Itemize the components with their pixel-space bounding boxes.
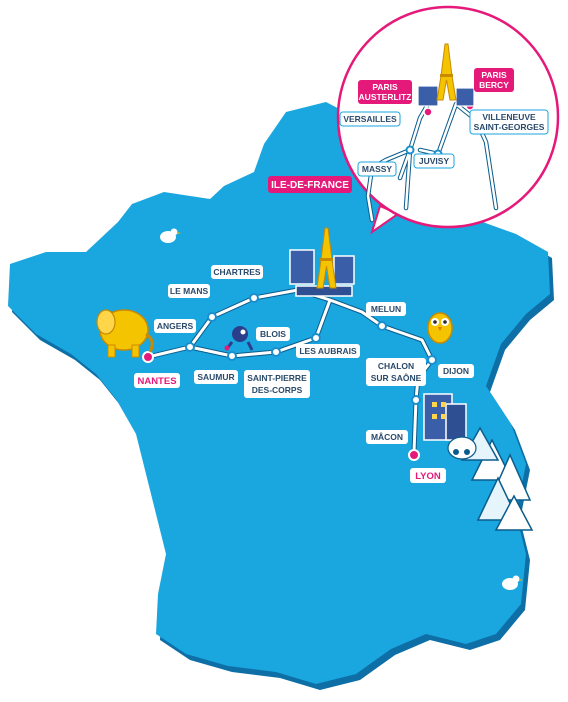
city-label-chalon-sur-saone[interactable]: CHALON SUR SAÔNE [366,358,426,386]
region-title: ILE-DE-FRANCE [271,180,349,191]
city-label-saint-pierre-des-corps[interactable]: SAINT-PIERRE DES-CORPS [244,370,310,398]
city-label-lyon[interactable]: LYON [410,468,446,483]
station-name-line2: AUSTERLITZ [359,92,412,102]
nantes-stop[interactable] [142,351,154,363]
city-label-nantes[interactable]: NANTES [134,373,180,388]
city-name: MELUN [371,304,401,314]
city-name-line2: SUR SAÔNE [371,372,422,383]
city-label-melun[interactable]: MELUN [366,302,406,316]
station-name: JUVISY [419,156,450,166]
city-label-blois[interactable]: BLOIS [256,327,290,341]
station-name-line1: PARIS [372,82,398,92]
station-name: MASSY [362,164,393,174]
city-name: MÂCON [371,431,403,442]
station-name-line2: SAINT-GEORGES [474,122,545,132]
station-label-juvisy[interactable]: JUVISY [413,153,455,169]
city-label-saumur[interactable]: SAUMUR [194,370,238,384]
city-name-line1: CHALON [378,361,414,371]
city-name: LE MANS [170,286,209,296]
region-label-ile-de-france: ILE-DE-FRANCE [268,176,352,193]
city-label-chartres[interactable]: CHARTRES [211,265,263,279]
city-name-line1: SAINT-PIERRE [247,373,307,383]
lyon-stop[interactable] [408,449,420,461]
station-label-versailles[interactable]: VERSAILLES [339,111,401,127]
station-name-line2: BERCY [479,80,509,90]
lyon-building-icon [423,393,467,441]
paris-inset-eiffel-tower-icon [436,43,457,101]
city-name: CHARTRES [213,267,261,277]
station-name-line1: PARIS [481,70,507,80]
city-label-macon[interactable]: MÂCON [366,430,408,444]
station-label-paris-bercy[interactable]: PARIS BERCY [474,68,514,92]
bird-icon [160,228,181,243]
city-label-le-mans[interactable]: LE MANS [168,284,210,298]
city-label-les-aubrais[interactable]: LES AUBRAIS [296,344,360,358]
alps-mountain-icon [460,426,534,531]
city-name: NANTES [137,376,176,387]
city-label-dijon[interactable]: DIJON [438,364,474,378]
bird-icon [502,575,523,590]
station-name-line1: VILLENEUVE [482,112,536,122]
paris-building-icon [289,249,355,297]
owl-icon [427,312,453,344]
station-name: VERSAILLES [343,114,397,124]
city-name: BLOIS [260,329,286,339]
station-label-paris-austerlitz[interactable]: PARIS AUSTERLITZ [358,80,412,104]
elephant-icon [96,309,154,358]
city-name: LYON [415,471,441,482]
city-name: SAUMUR [197,372,234,382]
eiffel-tower-icon [316,227,337,289]
city-name: DIJON [443,366,469,376]
runner-mascot-icon [224,326,254,351]
city-name: LES AUBRAIS [299,346,357,356]
station-stops [185,293,437,405]
city-name: ANGERS [157,321,194,331]
city-label-angers[interactable]: ANGERS [154,319,196,333]
paris-inset: PARIS AUSTERLITZ PARIS BERCY VERSAILLES … [336,5,560,235]
station-label-villeneuve-saint-georges[interactable]: VILLENEUVE SAINT-GEORGES [469,109,549,135]
city-name-line2: DES-CORPS [252,385,303,395]
station-label-massy[interactable]: MASSY [357,161,397,177]
chef-mascot-icon [447,436,477,460]
